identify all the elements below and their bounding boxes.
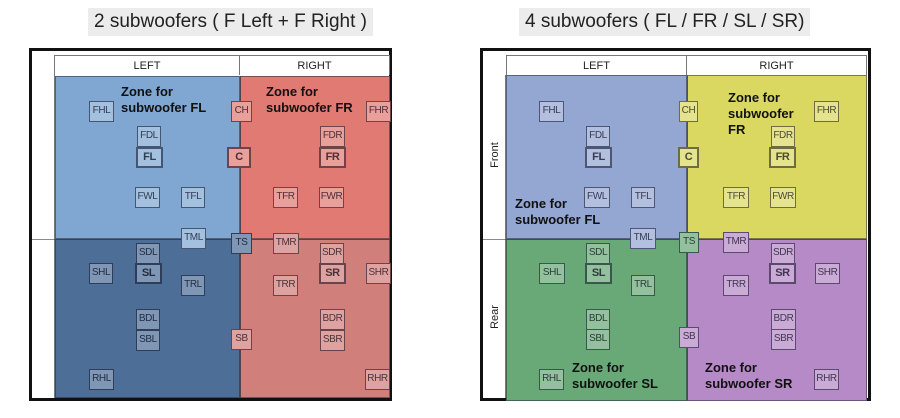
speaker-c: C [678,147,699,168]
speaker-tfr: TFR [273,187,298,208]
speaker-shl: SHL [539,263,565,284]
zone-label-line: subwoofer FL [515,212,601,227]
zone-label-line: FR [728,122,746,137]
zone-label-line: Zone for [572,360,624,375]
speaker-sdr: SDR [771,243,795,264]
speaker-sbl: SBL [136,330,160,351]
speaker-fwr: FWR [319,187,344,208]
zone-label-line: Zone for [121,84,173,99]
speaker-fl: FL [136,147,163,168]
zone-label-line: subwoofer SR [705,376,793,391]
speaker-ch: CH [679,101,698,122]
speaker-rhr: RHR [814,369,839,390]
zone-label-line: Zone for [515,196,567,211]
header-right: RIGHT [240,55,390,75]
speaker-ts: TS [679,232,699,253]
speaker-sb: SB [231,329,252,350]
speaker-fr: FR [319,147,346,168]
speaker-bdl: BDL [586,309,610,330]
speaker-fwl: FWL [584,187,610,208]
speaker-fl: FL [585,147,612,168]
speaker-trl: TRL [181,275,205,296]
speaker-fhl: FHL [89,101,114,122]
speaker-fr: FR [769,147,796,168]
speaker-shl: SHL [89,263,113,284]
speaker-sb: SB [679,327,699,348]
side-column [32,75,55,398]
left-diagram-title: 2 subwoofers ( F Left + F Right ) [88,8,373,36]
speaker-fhr: FHR [366,101,391,122]
speaker-tmr: TMR [273,233,299,254]
speaker-tml: TML [181,228,206,249]
speaker-trr: TRR [273,275,298,296]
four-subwoofer-diagram: LEFT RIGHT Front Rear FHL CH FHR FDL FDR FL C F… [480,48,871,401]
speaker-fhl: FHL [539,101,564,122]
zone-label-line: subwoofer SL [572,376,658,391]
speaker-bdr: BDR [771,309,796,330]
zone-label-line: Zone for [728,90,780,105]
speaker-tfl: TFL [631,187,655,208]
speaker-fdl: FDL [137,126,161,147]
side-column [483,75,506,398]
speaker-bdl: BDL [136,309,160,330]
speaker-sdr: SDR [320,243,344,264]
speaker-trr: TRR [723,275,749,296]
front-rear-divider [483,239,867,240]
speaker-rhl: RHL [539,369,564,390]
speaker-sbl: SBL [586,329,610,350]
speaker-ch: CH [231,101,252,122]
speaker-tfl: TFL [181,187,205,208]
speaker-fdr: FDR [771,126,795,147]
speaker-tmr: TMR [723,232,749,253]
zone-label-line: subwoofer FL [121,100,207,115]
speaker-sbr: SBR [320,330,345,351]
speaker-rhr: RHR [365,369,390,390]
speaker-sl: SL [135,263,162,284]
speaker-fwl: FWL [135,187,160,208]
speaker-tfr: TFR [723,187,749,208]
right-diagram-title: 4 subwoofers ( FL / FR / SL / SR) [519,8,811,36]
speaker-fdl: FDL [586,126,610,147]
speaker-ts: TS [231,233,252,254]
side-label-front: Front [489,142,501,168]
speaker-trl: TRL [631,275,655,296]
speaker-fwr: FWR [770,187,796,208]
zone-label-line: Zone for [705,360,757,375]
speaker-sdl: SDL [136,243,160,264]
header-left: LEFT [506,55,687,75]
speaker-sbr: SBR [771,329,796,350]
speaker-shr: SHR [366,263,391,284]
speaker-c: C [227,147,251,168]
two-subwoofer-diagram: LEFT RIGHT FHL CH FHR FDL FDR FL C FR FWL TFL TFR F… [29,48,392,401]
speaker-bdr: BDR [320,309,345,330]
speaker-fhr: FHR [814,101,839,122]
zone-label-line: Zone for [266,84,318,99]
speaker-sdl: SDL [586,243,610,264]
header-right: RIGHT [687,55,867,75]
zone-label-line: subwoofer FR [266,100,353,115]
speaker-sr: SR [769,263,796,284]
speaker-shr: SHR [815,263,840,284]
side-label-rear: Rear [489,305,501,329]
header-left: LEFT [54,55,240,75]
speaker-tml: TML [630,228,656,249]
speaker-rhl: RHL [89,369,114,390]
speaker-sr: SR [319,263,346,284]
front-rear-divider [32,239,390,240]
speaker-sl: SL [585,263,612,284]
zone-label-line: subwoofer [728,106,794,121]
zone-fr [240,76,390,239]
speaker-fdr: FDR [320,126,345,147]
